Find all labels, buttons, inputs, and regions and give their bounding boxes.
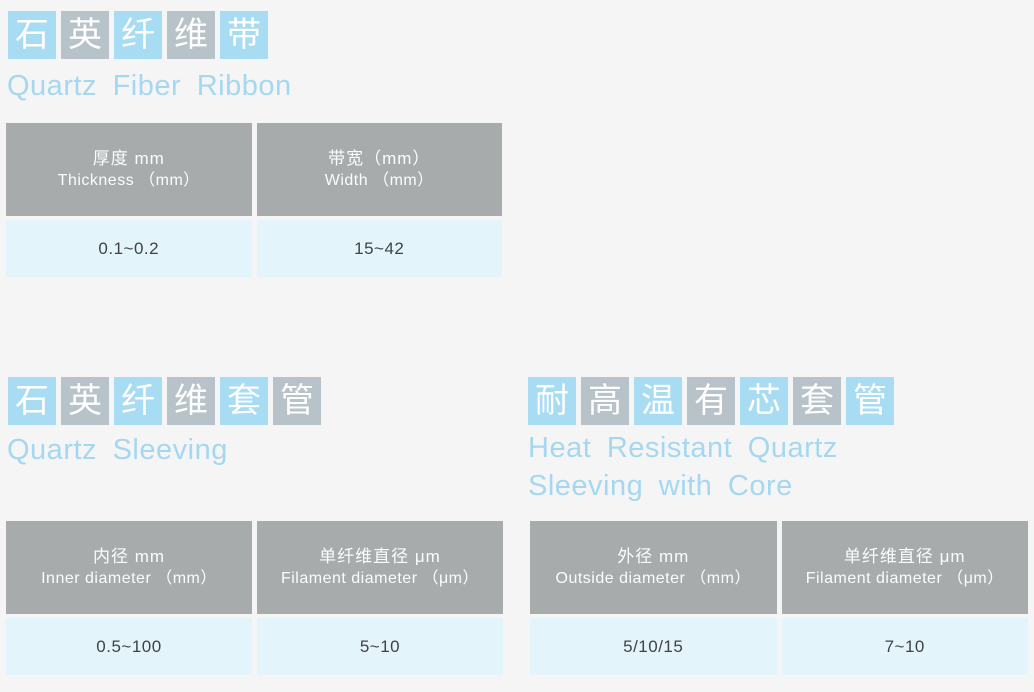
table-value-cell: 0.5~100 bbox=[6, 618, 252, 675]
section1-title-zh: 石 英 纤 维 带 bbox=[8, 11, 268, 59]
title-char-box: 英 bbox=[61, 11, 109, 59]
title-char-box: 温 bbox=[634, 377, 682, 425]
section1-spec-table: 厚度 mm Thickness （mm） 带宽（mm） Width （mm） 0… bbox=[6, 123, 502, 277]
title-char-box: 芯 bbox=[740, 377, 788, 425]
title-char-box: 套 bbox=[793, 377, 841, 425]
table-value-cell: 15~42 bbox=[256, 220, 502, 277]
title-char-box: 耐 bbox=[528, 377, 576, 425]
title-char-box: 套 bbox=[220, 377, 268, 425]
title-char-box: 纤 bbox=[114, 377, 162, 425]
table-value-cell: 5~10 bbox=[257, 618, 503, 675]
table-header-zh: 带宽（mm） bbox=[328, 149, 431, 168]
table-header-en: Filament diameter （μm） bbox=[805, 570, 1004, 587]
table-header-en: Outside diameter （mm） bbox=[555, 570, 751, 587]
section2-title-en: Quartz Sleeving bbox=[7, 434, 228, 466]
title-char-box: 管 bbox=[273, 377, 321, 425]
title-char-box: 纤 bbox=[114, 11, 162, 59]
table-header-cell: 单纤维直径 μm Filament diameter （μm） bbox=[781, 521, 1028, 614]
section2-title-zh: 石 英 纤 维 套 管 bbox=[8, 377, 321, 425]
title-char-box: 维 bbox=[167, 377, 215, 425]
table-header-cell: 单纤维直径 μm Filament diameter （μm） bbox=[257, 521, 503, 614]
section3-spec-table: 外径 mm Outside diameter （mm） 单纤维直径 μm Fil… bbox=[530, 521, 1028, 675]
section2-spec-table: 内径 mm Inner diameter （mm） 单纤维直径 μm Filam… bbox=[6, 521, 503, 675]
title-char-box: 高 bbox=[581, 377, 629, 425]
table-value-cell: 5/10/15 bbox=[530, 618, 777, 675]
table-header-cell: 带宽（mm） Width （mm） bbox=[256, 123, 502, 216]
title-char-box: 英 bbox=[61, 377, 109, 425]
table-header-en: Width （mm） bbox=[324, 172, 434, 189]
table-header-en: Inner diameter （mm） bbox=[41, 570, 217, 587]
table-header-cell: 厚度 mm Thickness （mm） bbox=[6, 123, 252, 216]
table-header-en: Filament diameter （μm） bbox=[280, 570, 480, 587]
title-char-box: 石 bbox=[8, 11, 56, 59]
title-char-box: 带 bbox=[220, 11, 268, 59]
section3-title-zh: 耐 高 温 有 芯 套 管 bbox=[528, 377, 894, 425]
title-char-box: 有 bbox=[687, 377, 735, 425]
table-header-zh: 外径 mm bbox=[617, 547, 690, 566]
table-value-cell: 7~10 bbox=[781, 618, 1028, 675]
title-char-box: 维 bbox=[167, 11, 215, 59]
table-header-cell: 外径 mm Outside diameter （mm） bbox=[530, 521, 777, 614]
table-header-zh: 单纤维直径 μm bbox=[319, 547, 441, 566]
title-char-box: 管 bbox=[846, 377, 894, 425]
title-char-box: 石 bbox=[8, 377, 56, 425]
table-header-en: Thickness （mm） bbox=[57, 172, 200, 189]
table-header-zh: 单纤维直径 μm bbox=[843, 547, 966, 566]
section1-title-en: Quartz Fiber Ribbon bbox=[7, 70, 292, 102]
table-header-zh: 内径 mm bbox=[92, 547, 166, 566]
table-header-cell: 内径 mm Inner diameter （mm） bbox=[6, 521, 252, 614]
table-header-zh: 厚度 mm bbox=[92, 149, 165, 168]
section3-title-en: Heat Resistant Quartz Sleeving with Core bbox=[528, 432, 838, 502]
table-value-cell: 0.1~0.2 bbox=[6, 220, 252, 277]
